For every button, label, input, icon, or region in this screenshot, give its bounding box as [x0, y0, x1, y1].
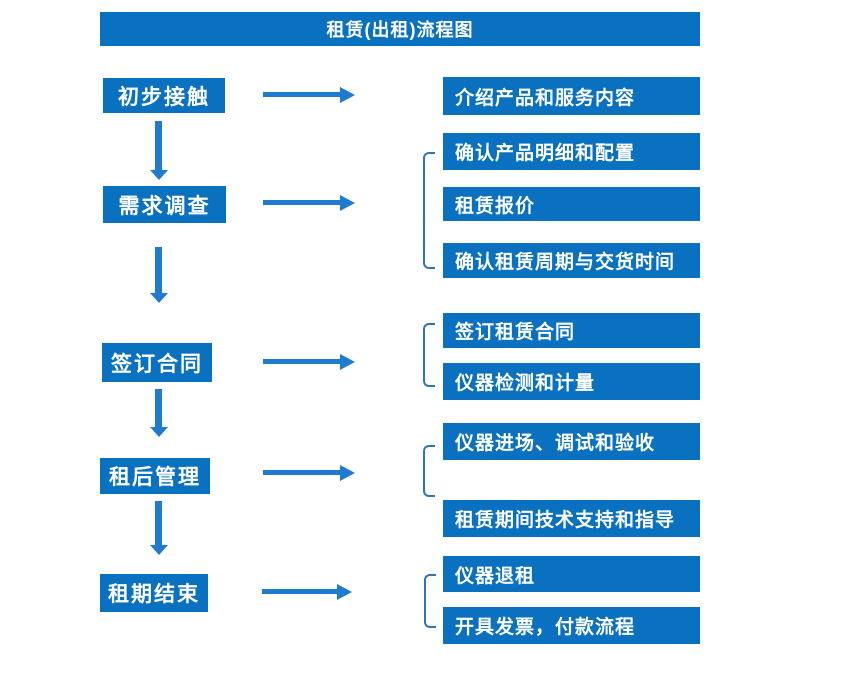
- bracket-icon: [423, 323, 435, 387]
- detail-box-technical-support: 租赁期间技术支持和指导: [443, 500, 700, 537]
- detail-box-sign-rental-contract: 签订租赁合同: [443, 313, 700, 348]
- arrow-down-icon: [155, 247, 162, 293]
- bracket-icon: [423, 152, 435, 269]
- stage-box-initial-contact: 初步接触: [103, 78, 225, 113]
- page-title: 租赁(出租)流程图: [100, 12, 700, 46]
- detail-box-confirm-rental-period: 确认租赁周期与交货时间: [443, 243, 700, 278]
- detail-box-instrument-return: 仪器退租: [443, 556, 700, 592]
- arrow-right-icon: [263, 92, 340, 97]
- bracket-icon: [423, 445, 435, 497]
- detail-box-rental-quote: 租赁报价: [443, 187, 700, 221]
- stage-box-sign-contract: 签订合同: [102, 343, 212, 382]
- detail-box-instrument-entry-acceptance: 仪器进场、调试和验收: [443, 423, 700, 460]
- detail-box-confirm-product-details: 确认产品明细和配置: [443, 133, 700, 170]
- arrow-right-icon: [263, 470, 340, 475]
- stage-box-demand-survey: 需求调查: [103, 186, 226, 223]
- arrow-right-icon: [263, 359, 340, 364]
- arrow-right-icon: [262, 589, 337, 594]
- detail-box-invoice-payment: 开具发票，付款流程: [443, 607, 700, 644]
- arrow-down-icon: [155, 389, 162, 427]
- arrow-down-icon: [155, 501, 162, 545]
- arrow-right-icon: [263, 200, 340, 205]
- detail-box-introduce-products: 介绍产品和服务内容: [443, 77, 700, 115]
- arrow-down-icon: [155, 121, 162, 170]
- bracket-icon: [424, 574, 436, 628]
- stage-box-rental-end: 租期结束: [100, 574, 208, 612]
- detail-box-instrument-testing: 仪器检测和计量: [443, 363, 700, 400]
- stage-box-post-rental-management: 租后管理: [100, 458, 210, 494]
